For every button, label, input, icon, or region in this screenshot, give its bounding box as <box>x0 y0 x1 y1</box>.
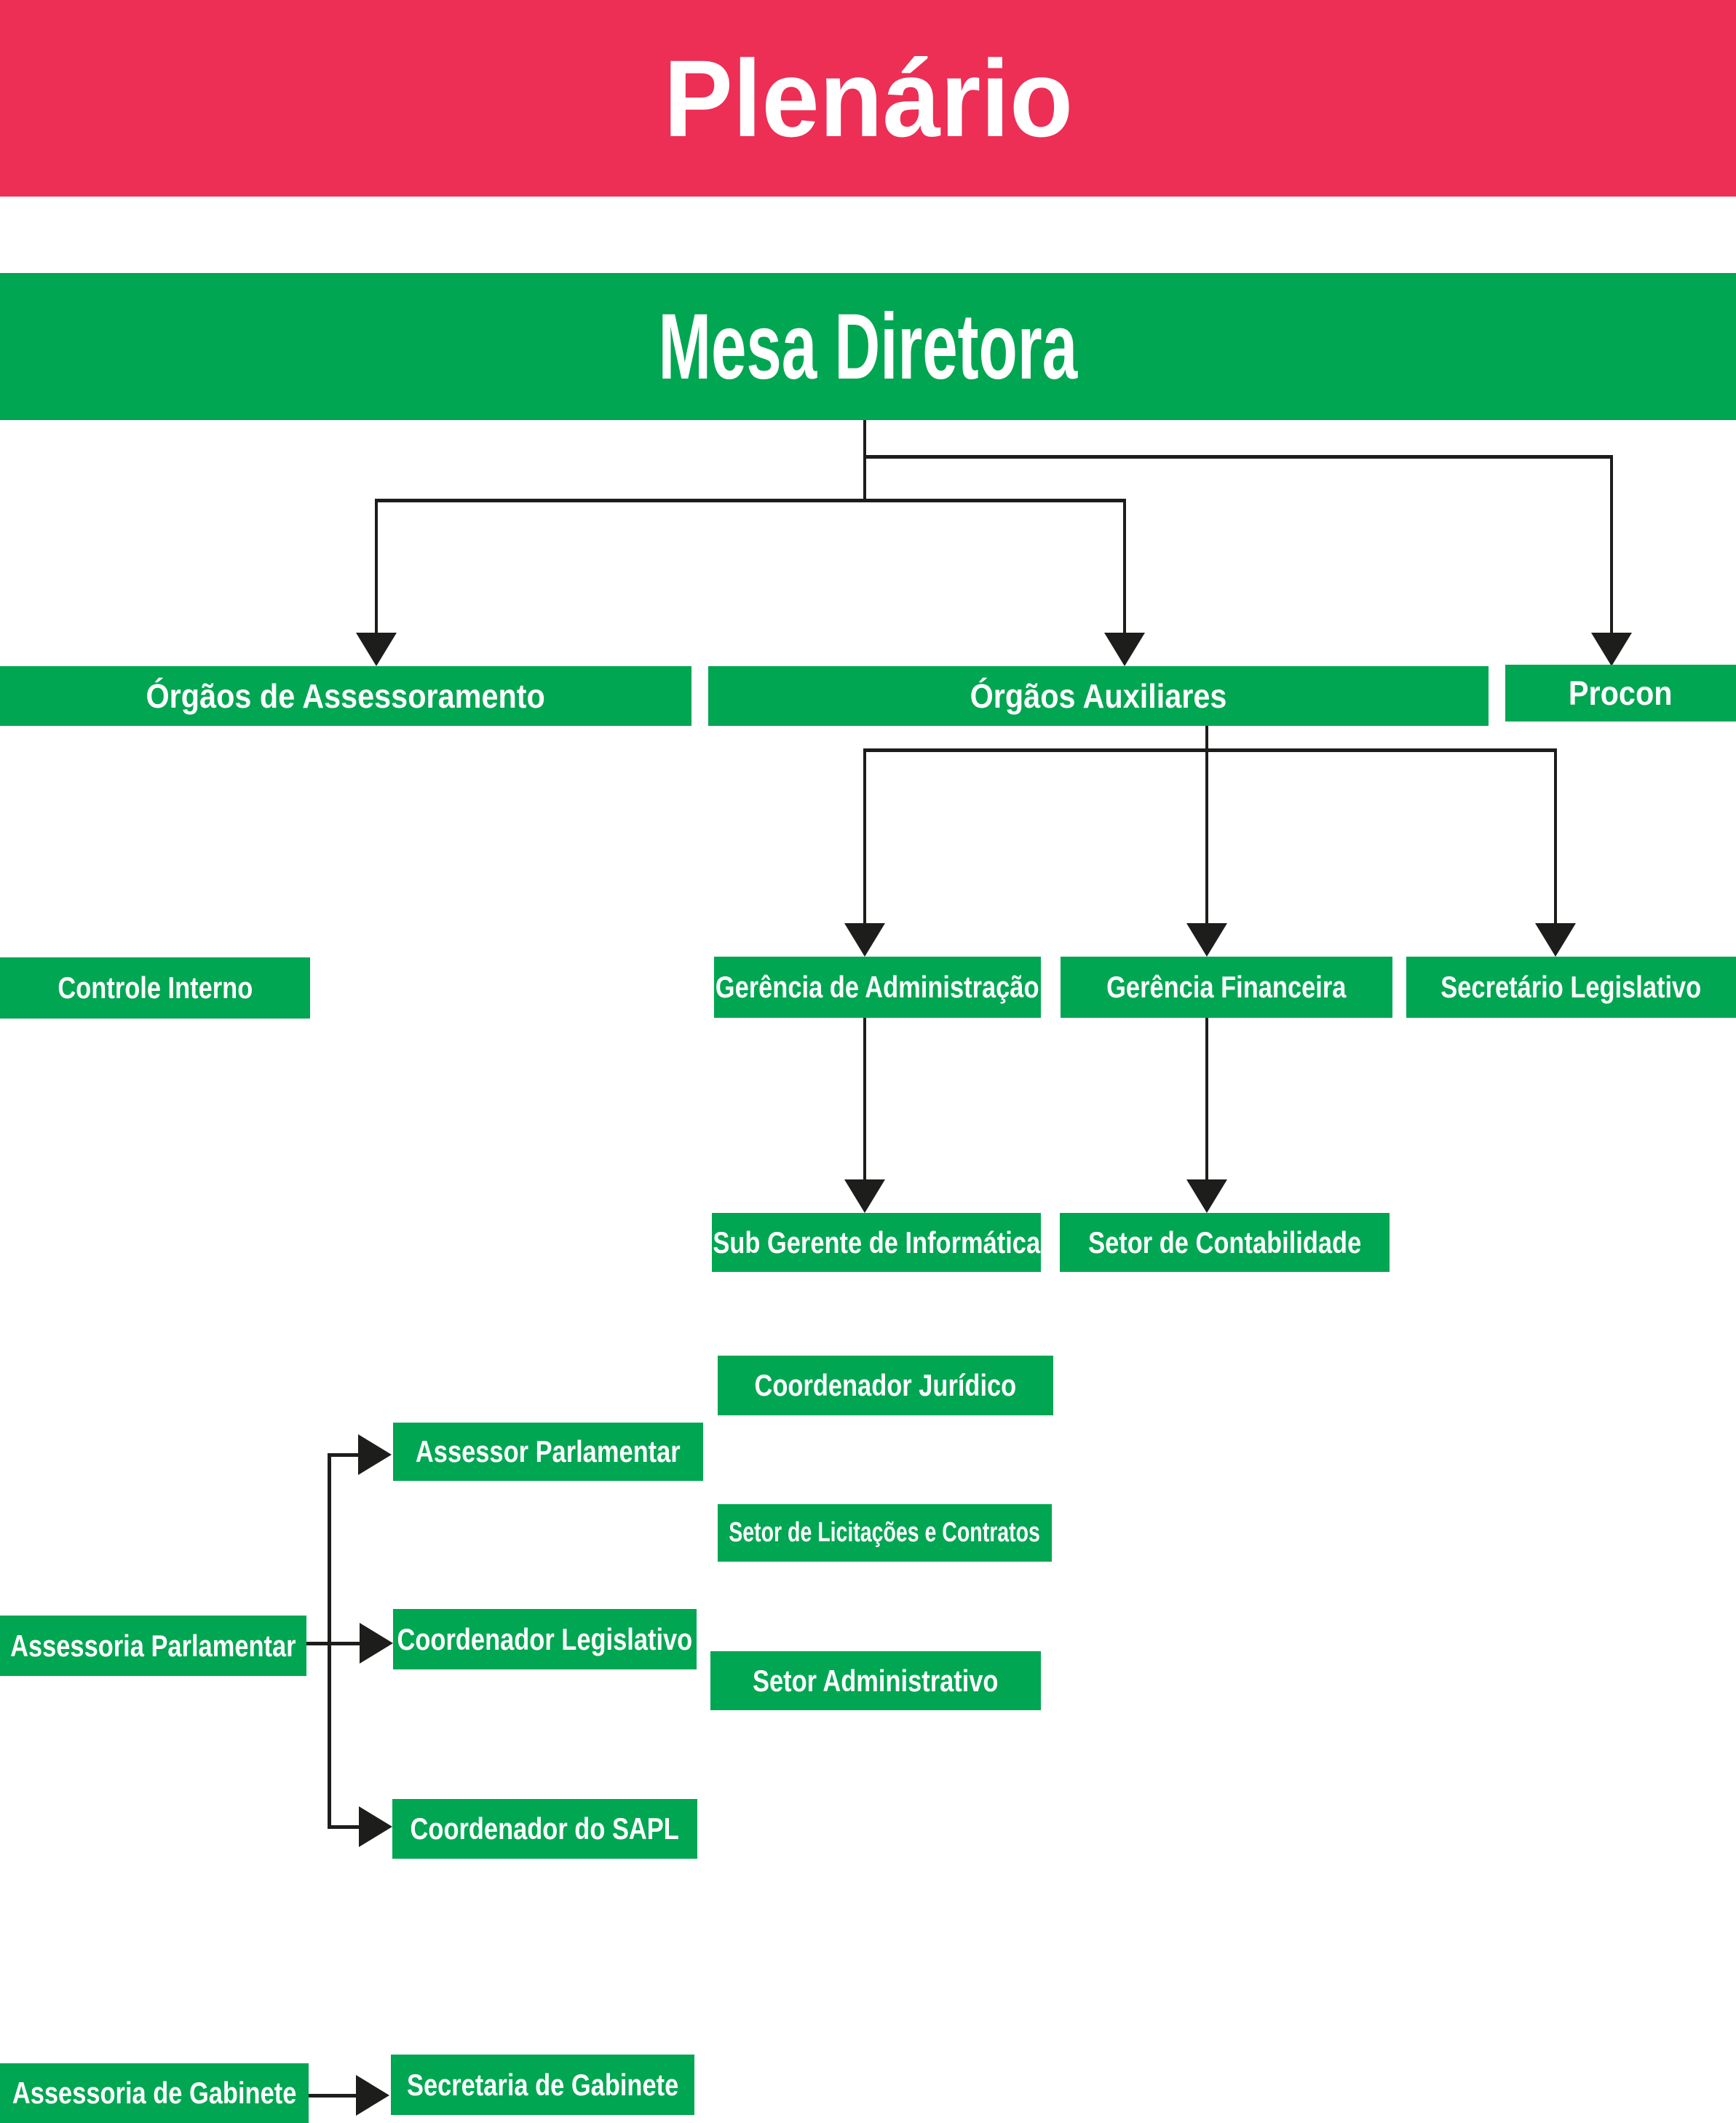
node-label: Assessoria Parlamentar <box>10 1628 296 1663</box>
connector-line <box>863 455 1613 459</box>
node-assessoria-de-gabinete: Assessoria de Gabinete <box>0 2063 309 2123</box>
page-title: Plenário <box>663 36 1073 159</box>
node-secretario-legislativo: Secretário Legislativo <box>1406 957 1736 1018</box>
connector-line <box>1205 1018 1208 1182</box>
arrow-right-icon <box>360 1623 393 1664</box>
node-label: Secretário Legislativo <box>1440 970 1702 1004</box>
node-label: Assessoria de Gabinete <box>12 2076 297 2110</box>
node-label: Sub Gerente de Informática <box>713 1225 1040 1260</box>
arrow-right-icon <box>359 1806 392 1847</box>
node-orgaos-de-assessoramento: Órgãos de Assessoramento <box>0 666 691 726</box>
connector-line <box>1205 726 1208 751</box>
connector-line <box>328 1825 362 1829</box>
node-label: Gerência Financeira <box>1106 970 1347 1004</box>
node-gerencia-financeira: Gerência Financeira <box>1061 957 1392 1018</box>
connector-line <box>1554 748 1557 926</box>
node-label: Órgãos de Assessoramento <box>146 677 546 715</box>
node-coordenador-do-sapl: Coordenador do SAPL <box>392 1799 697 1859</box>
node-orgaos-auxiliares: Órgãos Auxiliares <box>708 666 1489 726</box>
connector-line <box>328 1453 331 1828</box>
arrow-down-icon <box>844 923 885 957</box>
node-gerencia-de-administracao: Gerência de Administração <box>714 957 1041 1018</box>
node-procon: Procon <box>1505 665 1736 721</box>
node-assessoria-parlamentar: Assessoria Parlamentar <box>0 1616 306 1676</box>
node-label: Coordenador Legislativo <box>397 1621 693 1656</box>
node-label: Gerência de Administração <box>716 970 1039 1004</box>
arrow-right-icon <box>356 2075 389 2116</box>
node-setor-de-contabilidade: Setor de Contabilidade <box>1060 1213 1390 1272</box>
connector-line <box>1205 748 1208 926</box>
arrow-down-icon <box>1186 923 1227 957</box>
node-secretaria-de-gabinete: Secretaria de Gabinete <box>391 2055 694 2115</box>
connector-line <box>1610 455 1613 635</box>
arrow-down-icon <box>1535 923 1576 957</box>
node-label: Procon <box>1569 674 1673 712</box>
node-mesa-diretora: Mesa Diretora <box>0 273 1736 420</box>
arrow-right-icon <box>358 1434 392 1475</box>
node-coordenador-legislativo: Coordenador Legislativo <box>393 1609 697 1669</box>
page-title-banner: Plenário <box>0 0 1736 197</box>
connector-line <box>328 1453 361 1457</box>
node-controle-interno: Controle Interno <box>0 957 310 1019</box>
node-label: Mesa Diretora <box>658 294 1078 399</box>
node-label: Setor Administrativo <box>753 1663 999 1698</box>
node-label: Setor de Contabilidade <box>1087 1225 1362 1260</box>
connector-line <box>863 748 866 926</box>
node-coordenador-juridico: Coordenador Jurídico <box>718 1356 1053 1415</box>
connector-line <box>863 748 1557 752</box>
node-label: Secretaria de Gabinete <box>406 2067 679 2102</box>
node-setor-de-licitacoes-e-contratos: Setor de Licitações e Contratos <box>718 1504 1052 1562</box>
node-label: Assessor Parlamentar <box>416 1434 681 1468</box>
arrow-down-icon <box>1186 1179 1227 1213</box>
arrow-down-icon <box>1591 633 1632 666</box>
arrow-down-icon <box>1104 633 1145 666</box>
connector-line <box>306 1642 362 1645</box>
connector-line <box>375 499 1126 502</box>
connector-line <box>863 1018 866 1182</box>
node-label: Órgãos Auxiliares <box>970 677 1227 715</box>
connector-line <box>863 420 866 502</box>
connector-line <box>309 2094 359 2098</box>
node-label: Controle Interno <box>58 970 253 1005</box>
node-assessor-parlamentar: Assessor Parlamentar <box>393 1423 703 1481</box>
node-label: Setor de Licitações e Contratos <box>729 1517 1041 1548</box>
connector-line <box>1123 499 1126 635</box>
node-label: Coordenador do SAPL <box>410 1811 680 1846</box>
connector-line <box>375 499 378 635</box>
node-sub-gerente-de-informatica: Sub Gerente de Informática <box>712 1213 1041 1272</box>
node-label: Coordenador Jurídico <box>754 1368 1017 1402</box>
node-setor-administrativo: Setor Administrativo <box>710 1651 1041 1710</box>
arrow-down-icon <box>844 1179 885 1213</box>
arrow-down-icon <box>356 633 397 666</box>
